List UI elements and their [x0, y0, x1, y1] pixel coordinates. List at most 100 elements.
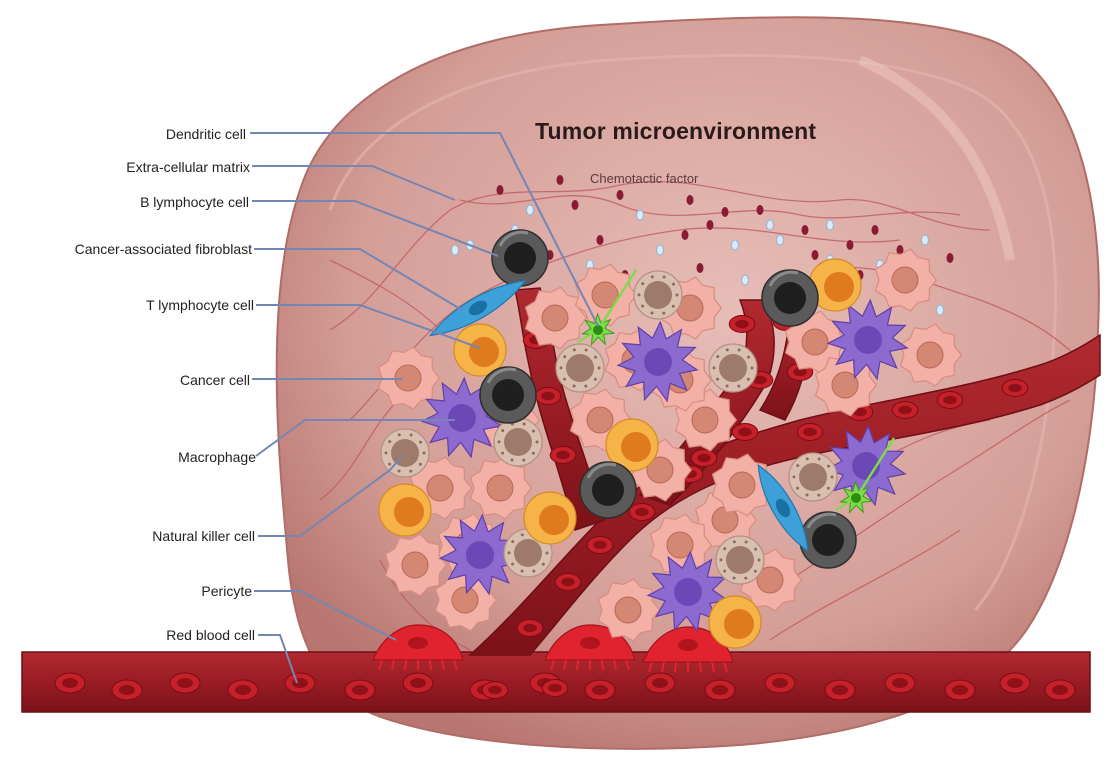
natural-killer-cell: [555, 343, 605, 393]
red-blood-cell: [731, 423, 759, 441]
b-lymphocytes: [479, 229, 857, 569]
chemotactic-factor-dot: [801, 225, 809, 235]
red-blood-cell: [554, 573, 582, 591]
red-blood-cells: [54, 313, 1076, 701]
red-blood-cell: [54, 672, 86, 694]
leader-line: [254, 590, 397, 641]
chemotactic-factor-dot: [826, 219, 834, 231]
natural-killer-cell: [493, 417, 543, 467]
red-blood-cell: [944, 679, 976, 701]
b-lymphocyte: [479, 366, 537, 424]
label-t-lymphocyte-cell: T lymphocyte cell: [146, 297, 254, 313]
b-lymphocyte: [761, 269, 819, 327]
red-blood-cell: [891, 401, 919, 419]
label-macrophage: Macrophage: [178, 449, 256, 465]
cancer-cell: [384, 533, 448, 597]
chemotactic-factor-dot: [766, 219, 774, 231]
red-blood-cell: [999, 672, 1031, 694]
chemotactic-factor-dot: [706, 220, 714, 230]
label-pericyte: Pericyte: [201, 583, 252, 599]
b-lymphocyte: [799, 511, 857, 569]
cancer-cell: [469, 456, 533, 520]
chemotactic-factor-dot: [571, 200, 579, 210]
label-dendritic-cell: Dendritic cell: [165, 126, 246, 142]
b-lymphocyte: [579, 461, 637, 519]
cancer-cell: [434, 568, 498, 632]
chemotactic-factor-dot: [871, 225, 879, 235]
chemotactic-factor-dot: [686, 195, 694, 205]
leader-line: [252, 200, 499, 257]
cancer-cell: [784, 310, 848, 374]
chemotactic-factor-dot: [496, 185, 504, 195]
red-blood-cell: [586, 536, 614, 554]
leader-line: [250, 132, 599, 327]
cancer-associated-fibroblast: [757, 463, 809, 553]
cancer-cell: [524, 286, 588, 350]
diagram-title: Tumor microenvironment: [535, 118, 817, 144]
red-blood-cell: [169, 672, 201, 694]
red-blood-cell: [728, 315, 756, 333]
t-lymphocyte: [708, 595, 762, 649]
natural-killer-cell: [708, 343, 758, 393]
t-lymphocyte: [605, 418, 659, 472]
label-natural-killer-cell: Natural killer cell: [152, 528, 255, 544]
red-blood-cell: [344, 679, 376, 701]
chemotactic-factor-dot: [896, 245, 904, 255]
red-blood-cell: [764, 672, 796, 694]
t-lymphocytes: [378, 258, 862, 649]
red-blood-cell: [824, 679, 856, 701]
chemotactic-factor-dot: [946, 253, 954, 263]
dendritic-cells: [577, 269, 896, 515]
chemotactic-factor-dot: [756, 205, 764, 215]
red-blood-cell: [1044, 679, 1076, 701]
red-blood-cell: [1001, 379, 1029, 397]
red-blood-cell: [541, 679, 569, 697]
t-lymphocyte: [453, 323, 507, 377]
pericyte: [372, 624, 464, 671]
red-blood-cell: [227, 679, 259, 701]
red-blood-cell: [796, 423, 824, 441]
label-cancer-cell: Cancer cell: [179, 372, 250, 388]
chemotactic-factor-dot: [596, 235, 604, 245]
red-blood-cell: [704, 679, 736, 701]
cancer-cell: [597, 578, 661, 642]
red-blood-cell: [936, 391, 964, 409]
chemotactic-factor-label: Chemotactic factor: [590, 171, 699, 186]
t-lymphocyte: [378, 483, 432, 537]
label-cancer-associated-fibroblast: Cancer-associated fibroblast: [74, 241, 252, 257]
chemotactic-factor-dots: [451, 175, 954, 316]
chemotactic-factor-dot: [656, 244, 664, 256]
chemotactic-factor-dot: [616, 190, 624, 200]
leader-line: [255, 419, 455, 457]
chemotactic-factor-dot: [721, 207, 729, 217]
red-blood-cell: [690, 449, 718, 467]
chemotactic-factor-dot: [526, 204, 534, 216]
cancer-cell: [874, 248, 938, 312]
chemotactic-factor-dot: [741, 274, 749, 286]
chemotactic-factor-dot: [811, 250, 819, 260]
natural-killer-cell: [633, 270, 683, 320]
red-blood-cell: [481, 681, 509, 699]
dendritic-cell: [577, 269, 638, 347]
natural-killer-cell: [380, 428, 430, 478]
red-blood-cell: [402, 672, 434, 694]
chemotactic-factor-dot: [731, 239, 739, 251]
cancer-associated-fibroblast: [428, 279, 528, 337]
chemotactic-factor-dot: [636, 209, 644, 221]
chemotactic-factor-dot: [451, 244, 459, 256]
b-lymphocyte: [491, 229, 549, 287]
leader-line: [258, 634, 298, 684]
leader-line: [252, 165, 456, 201]
cancer-cell: [899, 323, 963, 387]
red-blood-cell: [549, 446, 577, 464]
pericyte: [642, 626, 734, 673]
label-leader-lines: [250, 132, 599, 684]
label-red-blood-cell: Red blood cell: [166, 627, 255, 643]
dendritic-cell: [835, 437, 896, 515]
red-blood-cell: [884, 672, 916, 694]
natural-killer-cell: [788, 452, 838, 502]
macrophage: [646, 550, 729, 633]
macrophage: [616, 320, 699, 403]
